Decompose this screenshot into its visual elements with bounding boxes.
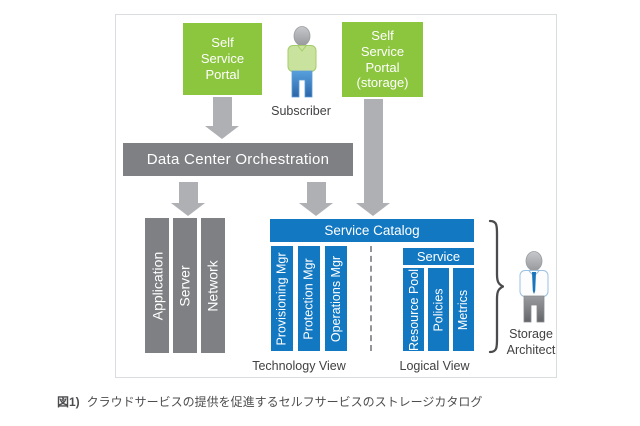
figure-caption-text: クラウドサービスの提供を促進するセルフサービスのストレージカタログ	[86, 395, 483, 409]
self-service-portal-box: Self Service Portal	[183, 23, 262, 95]
figure-number: 図1)	[57, 395, 80, 409]
catalog-bar-operations-mgr: Operations Mgr	[325, 246, 347, 351]
catalog-bar-metrics: Metrics	[453, 268, 474, 351]
diagram-panel: Self Service Portal Subscriber Self Serv…	[115, 14, 557, 378]
data-center-orchestration-box: Data Center Orchestration	[123, 143, 353, 176]
logical-view-label: Logical View	[399, 359, 470, 373]
technology-view-label: Technology View	[252, 359, 346, 373]
catalog-bar-resource-pool: Resource Pool	[403, 268, 424, 351]
storage-architect-label: Storage Architect	[506, 327, 556, 357]
service-box: Service	[403, 248, 474, 265]
self-service-portal-storage-box: Self Service Portal (storage)	[342, 22, 423, 97]
storage-architect-person-icon	[519, 251, 549, 323]
arrow-orchestration-to-infrastructure	[171, 182, 205, 216]
view-divider-dashed-line	[370, 246, 372, 351]
curly-brace	[488, 219, 504, 354]
infrastructure-bar-network: Network	[201, 218, 225, 353]
infrastructure-bar-server: Server	[173, 218, 197, 353]
arrow-orchestration-to-catalog	[299, 182, 333, 216]
catalog-bar-provisioning-mgr: Provisioning Mgr	[271, 246, 293, 351]
figure-caption: 図1) クラウドサービスの提供を促進するセルフサービスのストレージカタログ	[57, 393, 482, 410]
subscriber-person-icon	[287, 26, 317, 98]
arrow-storage-portal-to-catalog	[356, 99, 390, 216]
service-catalog-header: Service Catalog	[270, 219, 474, 242]
catalog-bar-policies: Policies	[428, 268, 449, 351]
catalog-bar-protection-mgr: Protection Mgr	[298, 246, 320, 351]
infrastructure-bar-application: Application	[145, 218, 169, 353]
subscriber-label: Subscriber	[271, 104, 331, 118]
arrow-portal-to-orchestration	[205, 97, 239, 139]
